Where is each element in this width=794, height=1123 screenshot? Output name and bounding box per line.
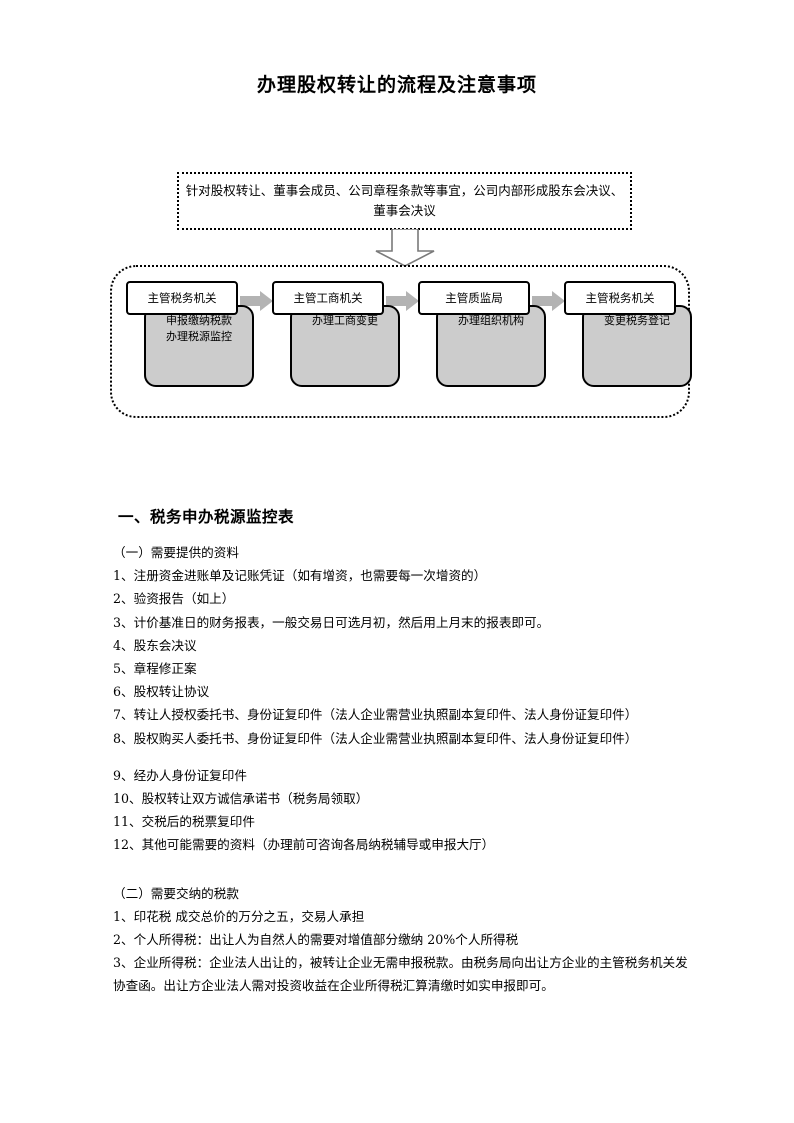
list-item: 1、注册资金进账单及记账凭证（如有增资，也需要每一次增资的） [113,568,487,584]
spacer [113,857,698,871]
flow-step-4-body-line1: 变更税务登记 [604,314,670,327]
flow-step-3-body-line1: 办理组织机构 [458,314,524,327]
diagram-top-box: 针对股权转让、董事会成员、公司章程条款等事宜，公司内部形成股东会决议、董事会决议 [177,172,632,230]
flow-step-3-label: 主管质监局 [418,281,530,315]
flow-step-4-body: 变更税务登记 [582,305,692,387]
subsection-2-title: （二）需要交纳的税款 [113,885,239,901]
spacer [113,750,698,764]
list-item: 4、股东会决议 [113,637,197,653]
list-item: 1、印花税 成交总价的万分之五，交易人承担 [113,908,365,924]
list-item: 3、企业所得税：企业法人出让的，被转让企业无需申报税款。由税务局向出让方企业的主… [113,955,688,994]
page-title: 办理股权转让的流程及注意事项 [256,74,537,96]
list-item: 5、章程修正案 [113,661,197,677]
flow-step-1-body: 申报缴纳税款 办理税源监控 [144,305,254,387]
flowchart-container: 主管税务机关 申报缴纳税款 办理税源监控 主管工商机关 办理工商变更 [110,265,692,418]
flow-step-3-body: 办理组织机构 [436,305,546,387]
flow-step-4: 主管税务机关 变更税务登记 [564,267,692,407]
flow-step-1: 主管税务机关 申报缴纳税款 办理税源监控 [126,267,254,407]
subsection-1-title: （一）需要提供的资料 [113,545,239,560]
flow-step-2-body-line1: 办理工商变更 [312,314,378,327]
list-item: 9、经办人身份证复印件 [113,767,247,783]
list-item: 6、股权转让协议 [113,684,210,700]
list-item: 12、其他可能需要的资料（办理前可咨询各局纳税辅导或申报大厅） [113,837,495,853]
list-item: 10、股权转让双方诚信承诺书（税务局领取） [113,791,369,807]
flow-step-1-body-line2: 办理税源监控 [166,330,232,343]
flow-step-1-label: 主管税务机关 [126,281,238,315]
flow-step-2-label: 主管工商机关 [272,281,384,315]
spacer [113,871,698,882]
flow-step-2-body: 办理工商变更 [290,305,400,387]
arrow-down-block-icon [374,228,436,267]
section-body: （一）需要提供的资料 1、注册资金进账单及记账凭证（如有增资，也需要每一次增资的… [113,541,698,998]
diagram-top-box-text: 针对股权转让、董事会成员、公司章程条款等事宜，公司内部形成股东会决议、董事会决议 [185,183,624,218]
list-item: 8、股权购买人委托书、身份证复印件（法人企业需营业执照副本复印件、法人身份证复印… [113,730,638,746]
list-item: 7、转让人授权委托书、身份证复印件（法人企业需营业执照副本复印件、法人身份证复印… [113,707,638,723]
flow-step-3: 主管质监局 办理组织机构 [418,267,546,407]
list-item: 11、交税后的税票复印件 [113,814,255,830]
list-item: 2、验资报告（如上） [113,591,235,607]
flow-step-1-body-line1: 申报缴纳税款 [166,314,232,327]
flow-step-2: 主管工商机关 办理工商变更 [272,267,400,407]
flow-step-4-label: 主管税务机关 [564,281,676,315]
list-item: 3、计价基准日的财务报表，一般交易日可选月初，然后用上月末的报表即可。 [113,614,550,630]
section-heading: 一、税务申办税源监控表 [118,507,295,526]
list-item: 2、个人所得税：出让人为自然人的需要对增值部分缴纳 20%个人所得税 [113,932,519,948]
